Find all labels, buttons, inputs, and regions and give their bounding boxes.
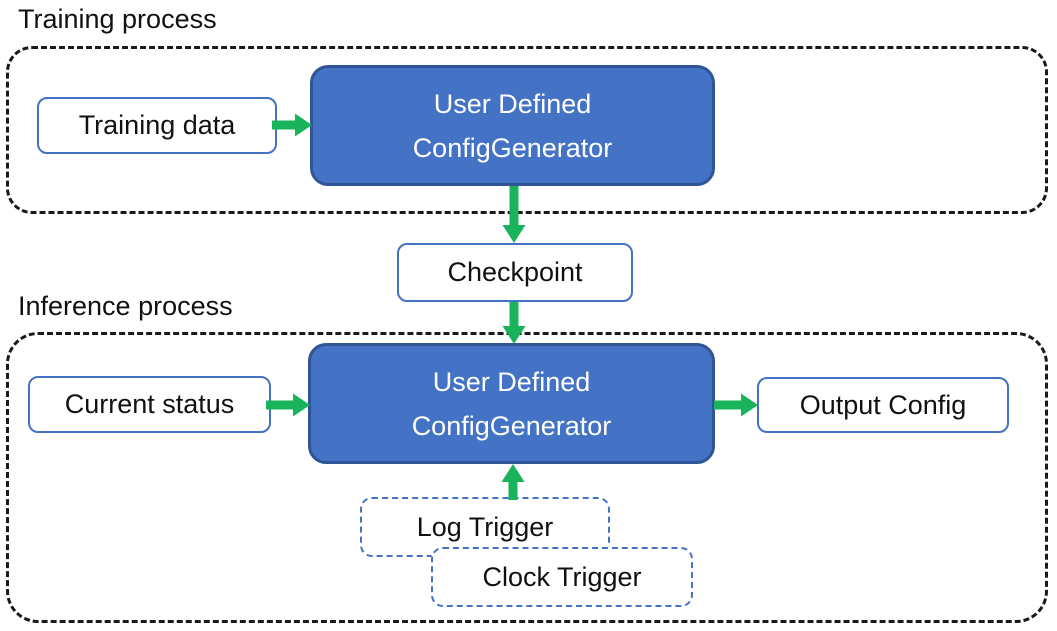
clock-trigger-label: Clock Trigger: [482, 561, 642, 592]
training-process-label: Training process: [18, 4, 217, 34]
log-trigger-label: Log Trigger: [416, 511, 554, 542]
training-data-label: Training data: [78, 110, 236, 140]
output-config-box: Output Config: [757, 377, 1009, 433]
training-process-container: [6, 46, 1048, 214]
output-config-label: Output Config: [799, 389, 967, 420]
arrow-generator-to-output-config: [714, 393, 758, 417]
inference-process-label: Inference process: [18, 291, 233, 321]
training-data-box: Training data: [37, 97, 277, 154]
arrow-training-data-to-generator: [272, 113, 312, 137]
current-status-label: Current status: [64, 389, 235, 419]
inference-process-container: [6, 332, 1048, 623]
clock-trigger-box: Clock Trigger: [431, 547, 693, 607]
arrow-generator-to-checkpoint: [502, 186, 526, 243]
current-status-box: Current status: [28, 376, 271, 433]
inference-config-generator-label-line1: User Defined: [432, 366, 591, 397]
arrow-current-status-to-generator: [266, 393, 310, 417]
inference-config-generator-label-line2: ConfigGenerator: [411, 410, 612, 441]
checkpoint-label: Checkpoint: [447, 257, 583, 287]
training-config-generator-box: User Defined ConfigGenerator: [310, 65, 715, 186]
checkpoint-box: Checkpoint: [397, 243, 633, 302]
arrow-triggers-to-generator: [501, 464, 525, 500]
inference-config-generator-box: User Defined ConfigGenerator: [308, 343, 715, 464]
arrow-checkpoint-to-generator: [502, 302, 526, 344]
training-config-generator-label-line1: User Defined: [433, 88, 592, 119]
training-config-generator-label-line2: ConfigGenerator: [412, 132, 613, 163]
